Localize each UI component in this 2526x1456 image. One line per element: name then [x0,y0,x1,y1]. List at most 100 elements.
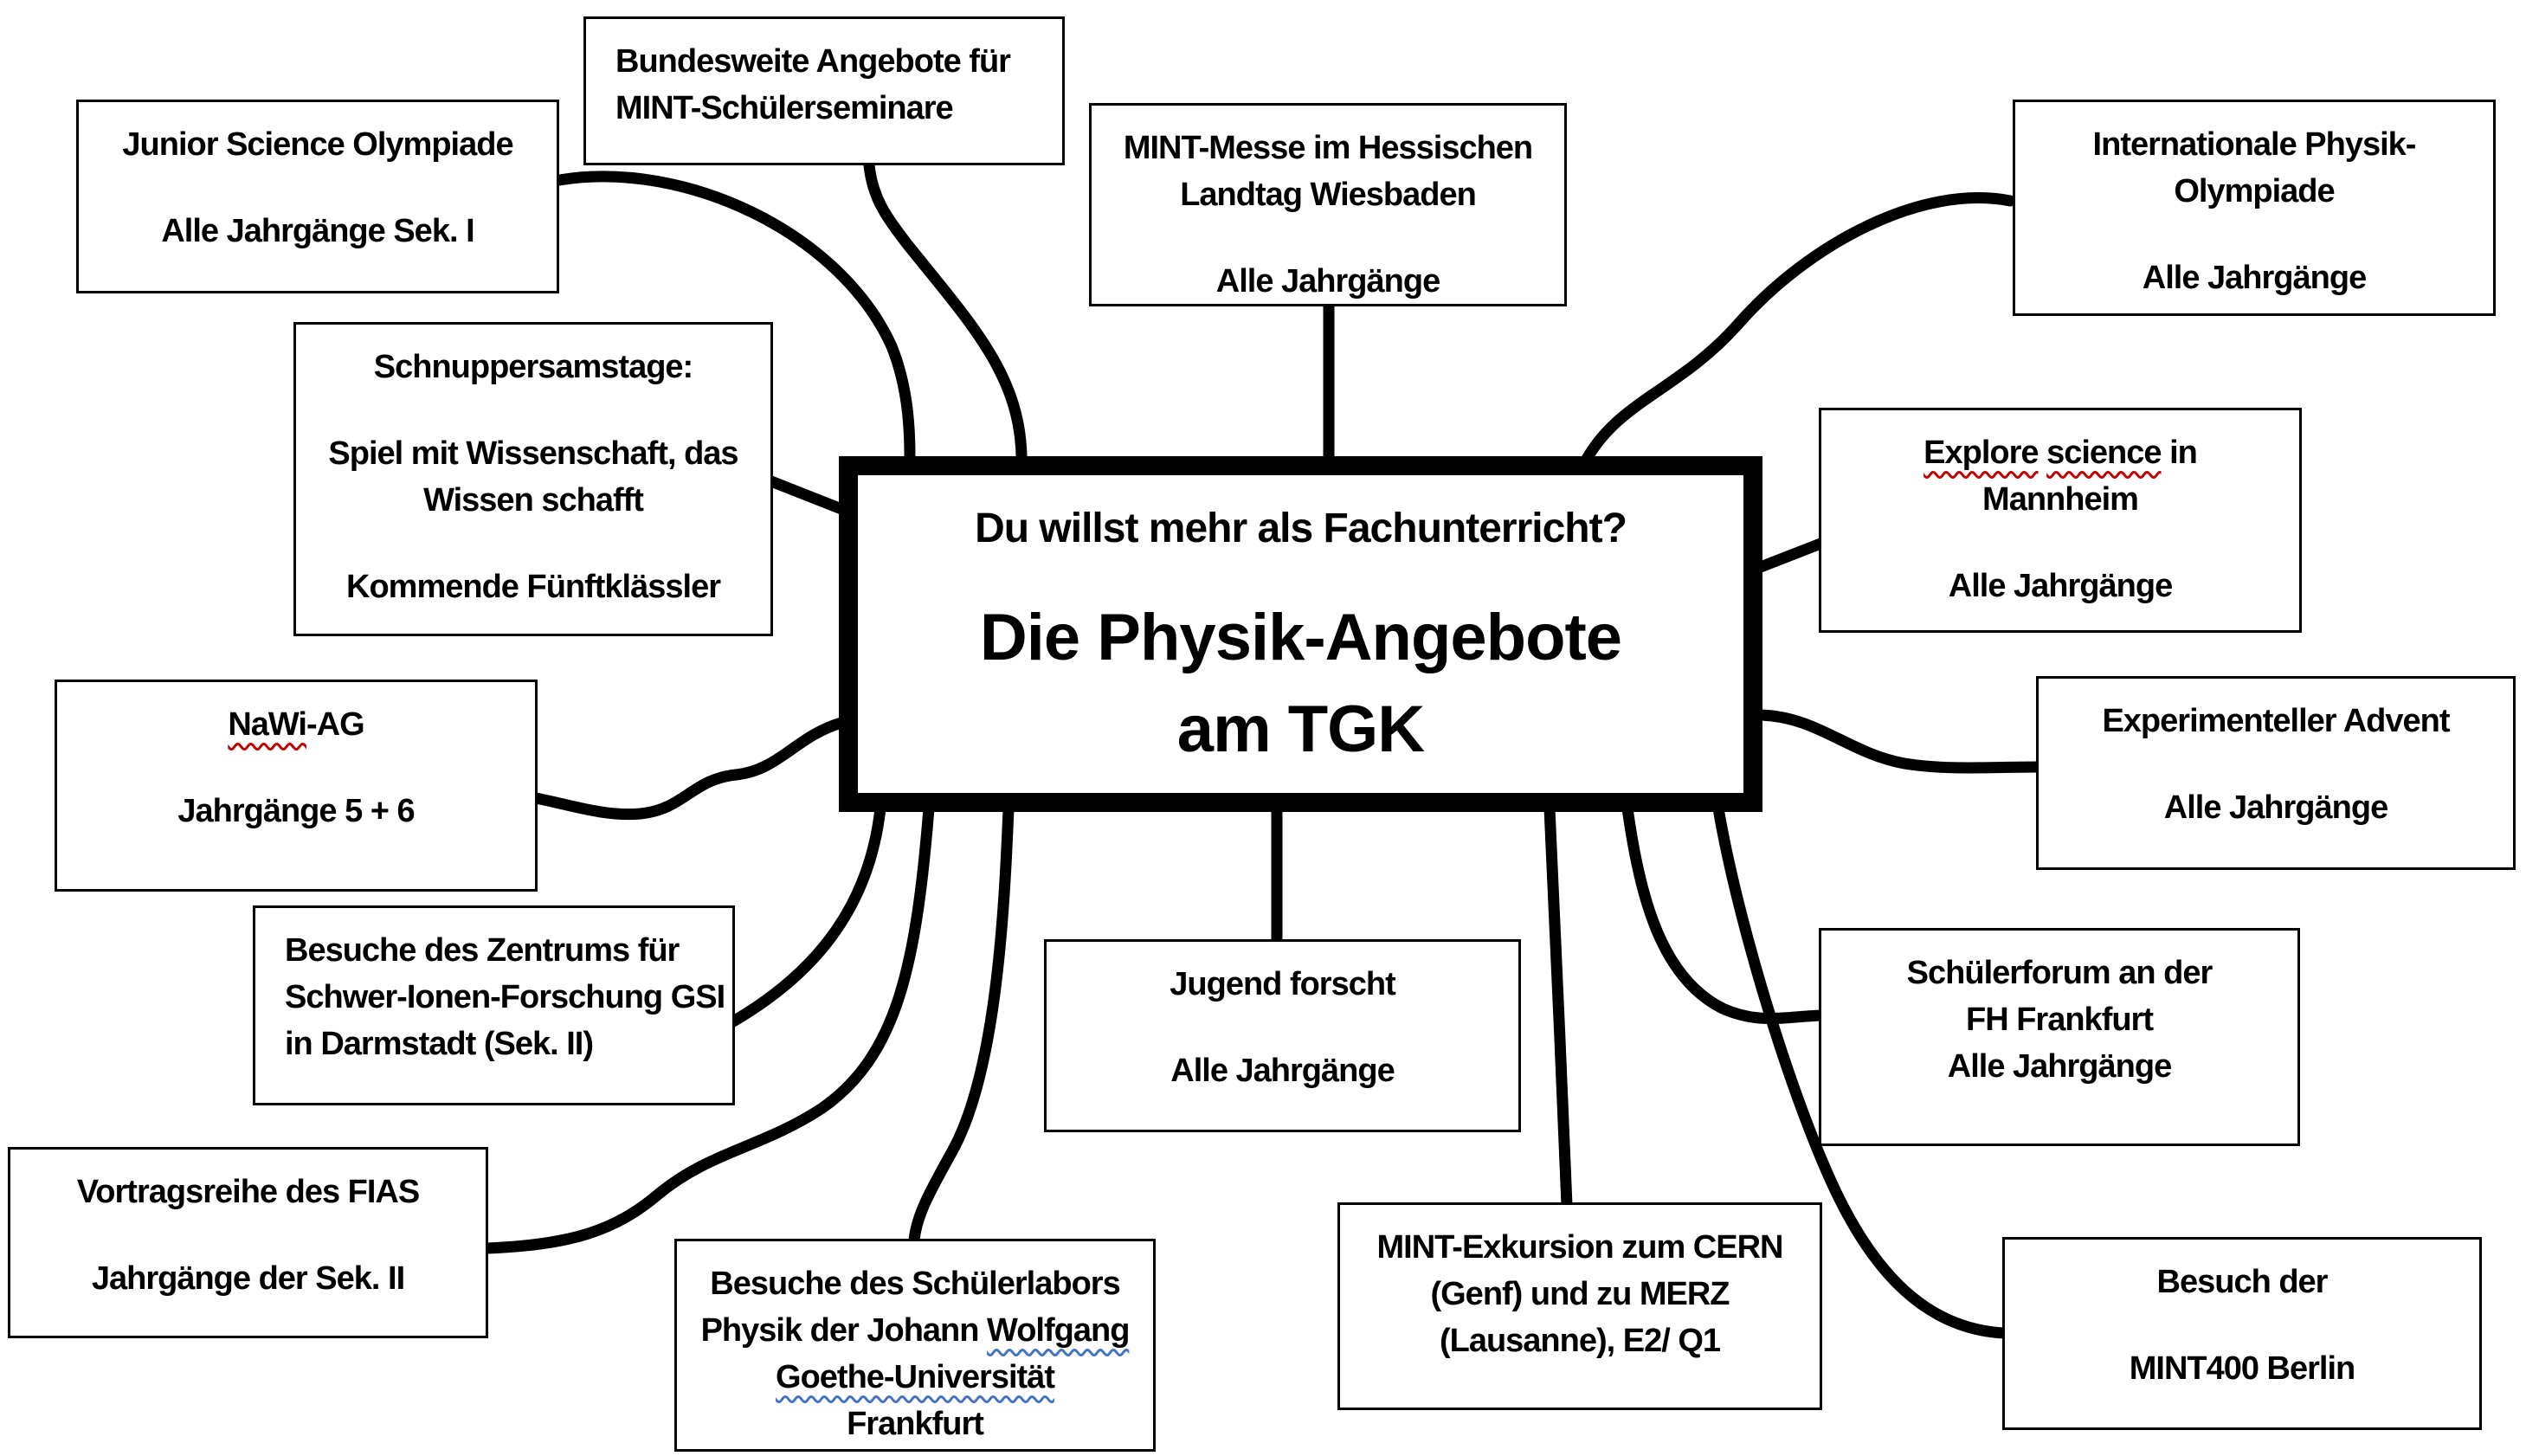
connector-junior-science-olympiade [553,171,916,462]
central-topic-box: Du willst mehr als Fachunterricht? Die P… [839,456,1762,812]
spellcheck-word: Goethe-Universität [776,1359,1055,1395]
connector-mint-exkursion-cern [1543,802,1573,1211]
text-segment: Vortragsreihe des FIAS [76,1174,420,1210]
node-text-line: Vortragsreihe des FIAS [26,1169,470,1215]
node-text-line: MINT-Schülerseminare [615,85,1047,132]
node-text-line: Wissen schafft [312,477,755,524]
connector-experimenteller-advent [1755,709,2044,774]
node-text-line: MINT-Exkursion zum CERN [1356,1224,1804,1271]
node-text-line: Alle Jahrgänge [1837,563,2284,609]
spellcheck-word: NaWi [228,706,307,743]
text-segment: Landtag Wiesbaden [1180,177,1477,213]
node-text-line: Explore science in [1837,429,2284,476]
node-text-line: MINT-Messe im Hessischen [1107,125,1549,171]
text-segment: Besuche des Schülerlabors [710,1266,1120,1302]
node-blank-line [2054,744,2497,784]
text-segment: Wissen schafft [423,482,644,519]
text-segment: (Genf) und zu MERZ [1430,1276,1730,1312]
node-text-line: Kommende Fünftklässler [312,564,755,610]
text-segment: Olympiade [2174,173,2335,209]
node-blank-line [1107,218,1549,258]
node-nawi-ag: NaWi-AG Jahrgänge 5 + 6 [55,680,538,892]
text-segment: in [2161,435,2198,471]
connector-vortragsreihe-fias [480,802,935,1254]
text-segment: in Darmstadt (Sek. II) [285,1026,594,1062]
node-blank-line [2020,1305,2464,1345]
text-segment: MINT400 Berlin [2129,1350,2356,1387]
text-segment: -AG [306,706,365,743]
node-text-line: (Genf) und zu MERZ [1356,1271,1804,1317]
node-blank-line [2031,215,2478,254]
node-blank-line [73,748,519,788]
node-text-line: Junior Science Olympiade [94,121,541,168]
connector-explore-science [1755,538,1827,573]
node-text-line: Goethe-Universität [693,1354,1137,1401]
connector-mint400-berlin [1712,802,2010,1339]
node-text-line: Landtag Wiesbaden [1107,171,1549,218]
node-text-line: (Lausanne), E2/ Q1 [1356,1317,1804,1364]
node-text-line: Frankfurt [693,1401,1137,1447]
text-segment: Besuch der [2156,1264,2329,1300]
node-blank-line [94,168,541,208]
text-segment: Experimenteller Advent [2102,703,2450,739]
text-segment: Alle Jahrgänge [1947,1048,2172,1085]
node-text-line: Alle Jahrgänge Sek. I [94,208,541,254]
node-text-line: FH Frankfurt [1837,996,2282,1043]
text-segment: Internationale Physik- [2092,126,2417,163]
text-segment: Alle Jahrgänge [1170,1053,1395,1089]
node-text-line: Besuch der [2020,1259,2464,1305]
connector-internationale-physik-olympiade [1581,192,2016,465]
text-segment: Alle Jahrgänge [2163,789,2388,826]
text-segment: Schwer-Ionen-Forschung GSI [285,979,725,1015]
node-text-line: Bundesweite Angebote für [615,38,1047,85]
text-segment: Alle Jahrgänge [1215,263,1440,300]
node-text-line: Olympiade [2031,168,2478,215]
node-text-line: Alle Jahrgänge [2054,784,2497,831]
text-segment: Junior Science Olympiade [122,126,513,163]
text-segment: Jahrgänge der Sek. II [91,1260,405,1297]
node-blank-line [1062,1008,1503,1047]
connector-schuelerforum-fh-frankfurt [1621,802,1827,1024]
connector-bundesweite-angebote [863,159,1028,462]
text-segment: MINT-Exkursion zum CERN [1376,1229,1784,1266]
node-text-line: Jahrgänge 5 + 6 [73,788,519,834]
spellcheck-word: science [2046,435,2162,471]
text-segment: Bundesweite Angebote für [615,43,1011,80]
node-text-line: Besuche des Schülerlabors [693,1260,1137,1307]
connector-nawi-ag [530,717,847,821]
node-text-line: Physik der Johann Wolfgang [693,1307,1137,1354]
connector-gsi-darmstadt [727,802,886,1028]
text-segment: Kommende Fünftklässler [346,569,721,605]
node-blank-line [1837,523,2284,563]
text-segment: Frankfurt [847,1406,984,1442]
node-text-line: NaWi-AG [73,701,519,748]
spellcheck-word: Explore [1923,435,2039,471]
text-segment [2039,435,2047,471]
text-segment: Jahrgänge 5 + 6 [177,793,415,829]
node-text-line: Besuche des Zentrums für [285,927,717,974]
node-vortragsreihe-fias: Vortragsreihe des FIAS Jahrgänge der Sek.… [8,1147,488,1338]
text-segment: Schnuppersamstage: [373,349,693,385]
text-segment: MINT-Messe im Hessischen [1123,130,1533,166]
node-text-line: Alle Jahrgänge [1062,1047,1503,1094]
central-subtitle: am TGK [1176,693,1425,766]
text-segment: Alle Jahrgänge [2142,260,2367,296]
text-segment: Alle Jahrgänge [1948,568,2173,604]
text-segment: Besuche des Zentrums für [285,932,680,969]
node-blank-line [312,524,755,564]
node-text-line: Experimenteller Advent [2054,698,2497,744]
node-text-line: Jugend forscht [1062,961,1503,1008]
node-text-line: Jahrgänge der Sek. II [26,1255,470,1302]
